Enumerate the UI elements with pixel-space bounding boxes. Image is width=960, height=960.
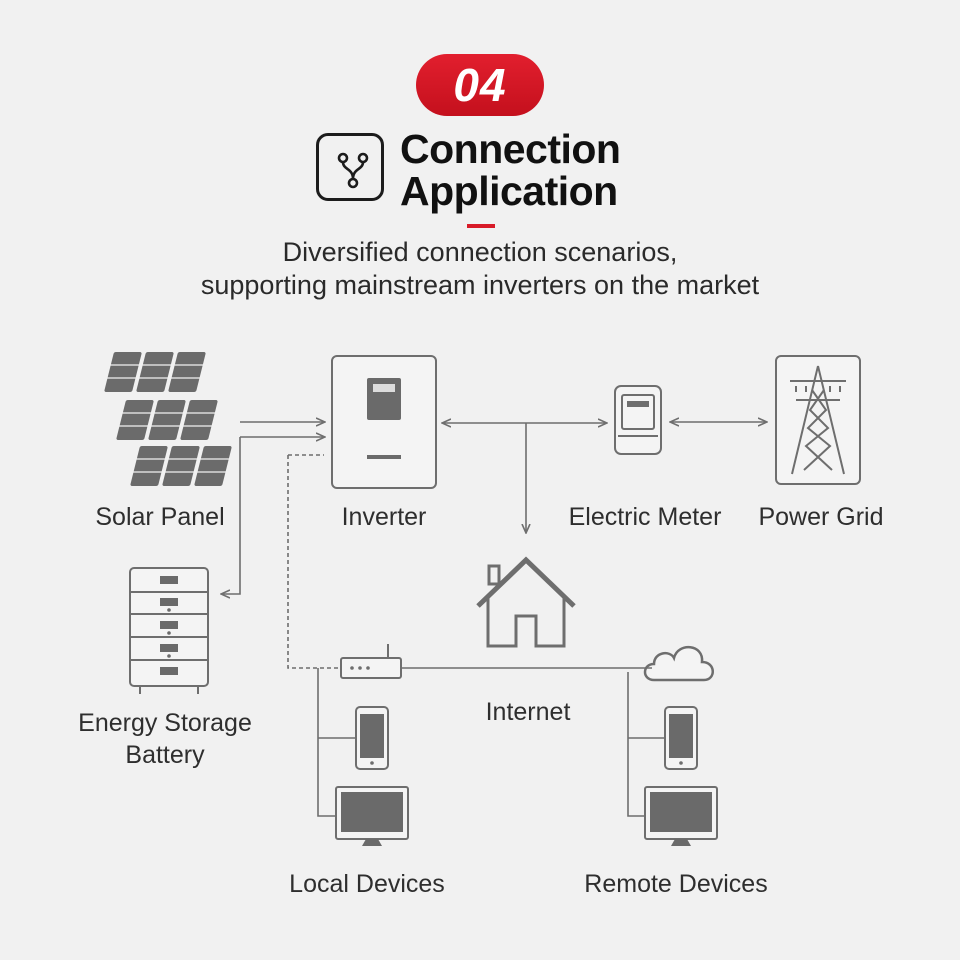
- title-line-2: Application: [400, 168, 618, 214]
- inverter-label: Inverter: [341, 503, 427, 531]
- house-icon: [476, 556, 576, 648]
- electric-meter-icon: [614, 385, 662, 455]
- monitor-icon: [644, 786, 718, 846]
- power-grid-label: Power Grid: [758, 503, 884, 531]
- phone-icon: [664, 706, 698, 770]
- page-title: Connection Application: [400, 126, 621, 214]
- power-tower-icon: [775, 355, 861, 485]
- subtitle-line-2: supporting mainstream inverters on the m…: [200, 270, 760, 300]
- battery-label-line-2: Battery: [125, 741, 205, 769]
- internet-label: Internet: [485, 698, 571, 726]
- remote-devices-label: Remote Devices: [584, 870, 768, 898]
- monitor-icon: [335, 786, 409, 846]
- subtitle-line-1: Diversified connection scenarios,: [282, 237, 678, 267]
- solar-panel-icon: [100, 352, 235, 486]
- phone-icon: [355, 706, 389, 770]
- connection-lines: [222, 422, 766, 817]
- title-underline: [467, 224, 495, 228]
- step-number-badge: 04: [416, 54, 544, 116]
- cloud-icon: [643, 646, 714, 682]
- solar-panel-label: Solar Panel: [95, 503, 225, 531]
- battery-label-line-1: Energy Storage: [78, 709, 252, 737]
- branch-icon: [316, 133, 384, 201]
- local-devices-label: Local Devices: [289, 870, 445, 898]
- inverter-icon: [331, 355, 437, 489]
- title-line-1: Connection: [400, 126, 621, 172]
- electric-meter-label: Electric Meter: [568, 503, 722, 531]
- router-icon: [340, 644, 402, 679]
- battery-stack-icon: [129, 567, 209, 694]
